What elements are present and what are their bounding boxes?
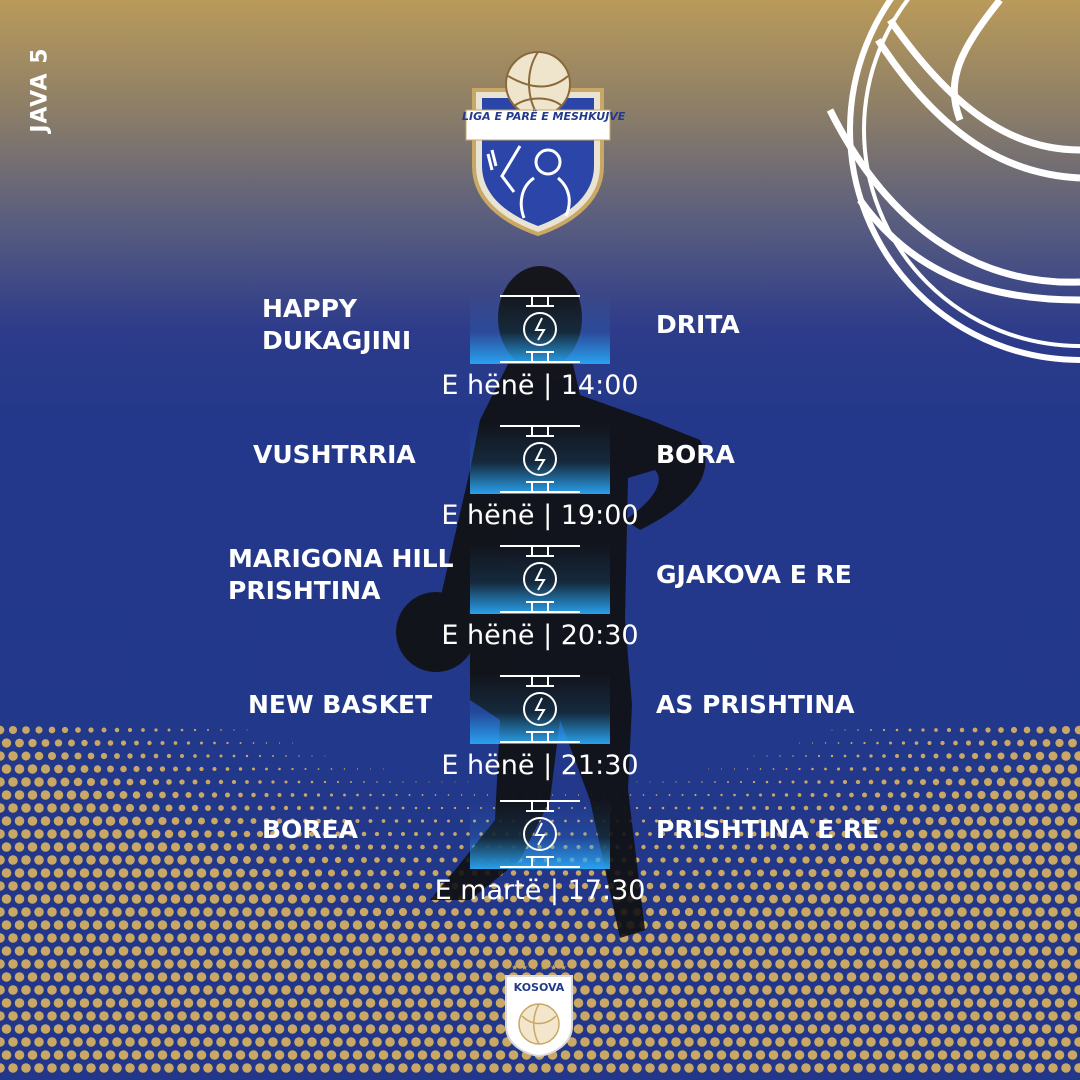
match-time: E martë | 17:30 xyxy=(434,875,646,906)
home-team-name: BOREA xyxy=(262,815,358,844)
match-time: E hënë | 19:00 xyxy=(441,500,639,531)
svg-text:★ ★ ★ ★ ★ ★: ★ ★ ★ ★ ★ ★ xyxy=(511,963,567,972)
week-label: JAVA 5 xyxy=(27,47,53,133)
half-court-icon xyxy=(470,424,610,494)
federation-logo-text: KOSOVA xyxy=(513,981,565,994)
away-team-name: BORA xyxy=(656,440,735,469)
league-logo: LIGA E PARË E MESHKUJVE xyxy=(462,46,626,238)
federation-logo: ★ ★ ★ ★ ★ ★ KOSOVA xyxy=(500,962,578,1058)
half-court-icon xyxy=(470,674,610,744)
match-time: E hënë | 20:30 xyxy=(441,620,639,651)
away-team-name: DRITA xyxy=(656,310,740,339)
match-time: E hënë | 21:30 xyxy=(441,750,639,781)
league-logo-text: LIGA E PARË E MESHKUJVE xyxy=(462,110,626,123)
home-team-name: HAPPY DUKAGJINI xyxy=(262,294,412,355)
home-team-name: VUSHTRRIA xyxy=(253,440,416,469)
half-court-icon xyxy=(470,544,610,614)
away-team-name: AS PRISHTINA xyxy=(656,690,855,719)
match-time: E hënë | 14:00 xyxy=(441,370,639,401)
away-team-name: PRISHTINA E RE xyxy=(656,815,880,844)
home-team-name: MARIGONA HILL PRISHTINA xyxy=(228,544,454,605)
home-team-name: NEW BASKET xyxy=(248,690,433,719)
half-court-icon xyxy=(470,294,610,364)
half-court-icon xyxy=(470,799,610,869)
away-team-name: GJAKOVA E RE xyxy=(656,560,852,589)
